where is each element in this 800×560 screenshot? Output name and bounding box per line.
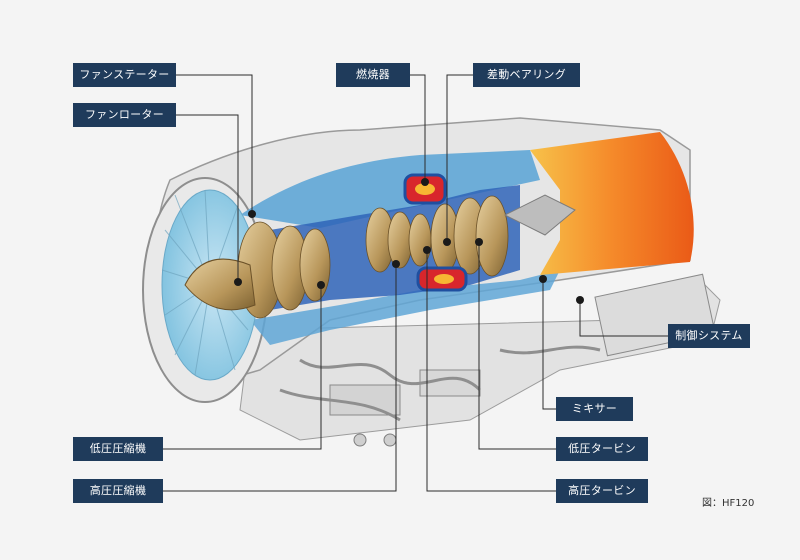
figure-caption: 図：HF120 xyxy=(702,498,755,509)
label-differential-bearing: 差動ベアリング xyxy=(473,63,580,87)
label-lp-compressor: 低圧圧縮機 xyxy=(73,437,163,461)
leader-lines xyxy=(163,74,668,492)
tail-cone xyxy=(503,194,576,236)
bypass-duct xyxy=(240,150,540,228)
leader-dots xyxy=(234,178,584,304)
exhaust-nozzle xyxy=(530,132,694,275)
label-mixer: ミキサー xyxy=(556,397,633,421)
label-combustor: 燃焼器 xyxy=(336,63,410,87)
label-fan-stator: ファンステーター xyxy=(73,63,176,87)
bypass-duct-lower xyxy=(250,270,560,345)
combustor xyxy=(403,173,468,292)
label-control-system: 制御システム xyxy=(668,324,750,348)
label-lp-turbine: 低圧タービン xyxy=(556,437,648,461)
rotor-stages xyxy=(237,195,509,319)
label-fan-rotor: ファンローター xyxy=(73,103,176,127)
label-hp-turbine: 高圧タービン xyxy=(556,479,648,503)
label-hp-compressor: 高圧圧縮機 xyxy=(73,479,163,503)
